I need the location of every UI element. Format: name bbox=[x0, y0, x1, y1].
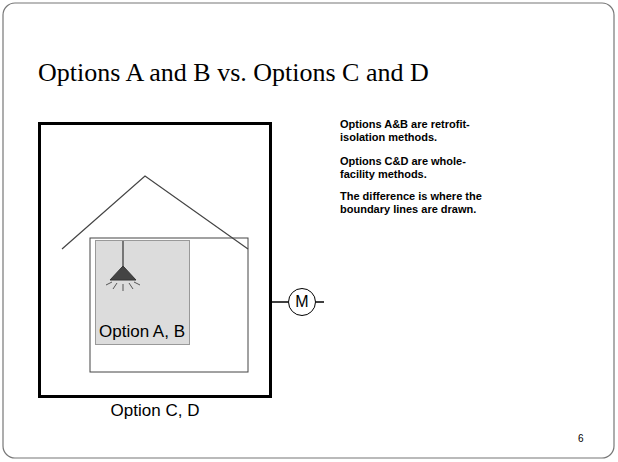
note-text: Options C&D are whole- facility methods. bbox=[340, 155, 492, 181]
note-text: The difference is where the boundary lin… bbox=[340, 190, 492, 216]
slide-title: Options A and B vs. Options C and D bbox=[38, 58, 429, 88]
lamp-cord bbox=[122, 241, 123, 266]
lamp-shade bbox=[110, 266, 136, 280]
house-wall bbox=[90, 238, 248, 372]
meter-wire bbox=[272, 301, 288, 303]
boundary-label: Option C, D bbox=[41, 401, 269, 421]
meter-symbol: M bbox=[295, 293, 308, 311]
boundary-label: Option A, B bbox=[99, 322, 187, 342]
meter-wire bbox=[316, 301, 324, 303]
lamp-rays bbox=[106, 282, 140, 291]
meter-circle: M bbox=[288, 288, 316, 316]
page-number: 6 bbox=[578, 432, 598, 445]
note-text: Options A&B are retrofit- isolation meth… bbox=[340, 118, 492, 144]
retrofit-boundary: Option A, B bbox=[95, 240, 190, 345]
slide-frame bbox=[3, 3, 614, 458]
whole-facility-boundary: Option C, DOption A, B bbox=[38, 122, 272, 398]
